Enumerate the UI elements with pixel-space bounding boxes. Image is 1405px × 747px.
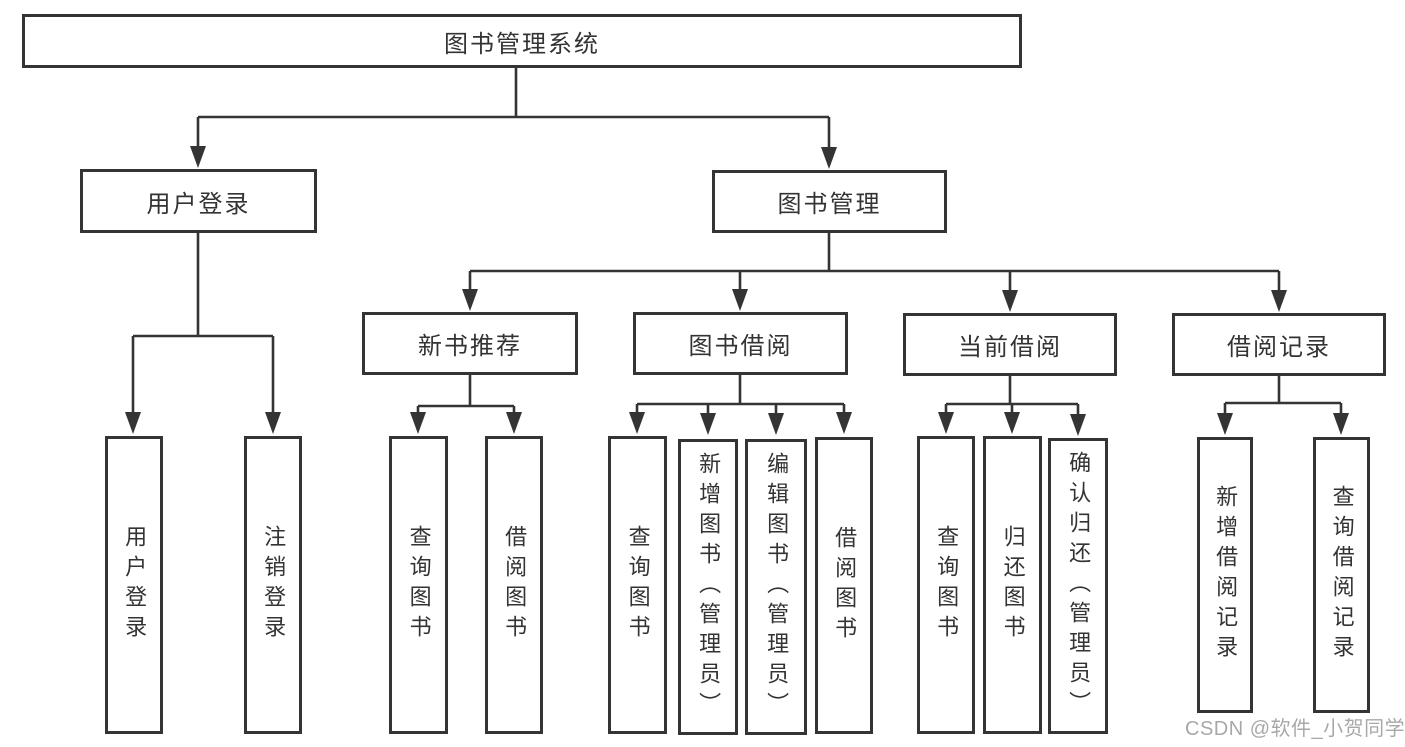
node-label: 图书管理系统 — [444, 30, 600, 58]
node-label: 查询图书 — [406, 525, 432, 645]
leaf-borrow-books: 借阅图书 — [815, 437, 873, 734]
node-label: 新增借阅记录 — [1213, 485, 1239, 665]
leaf-query-borrow-record: 查询借阅记录 — [1313, 437, 1370, 713]
node-borrow-records: 借阅记录 — [1172, 313, 1386, 376]
node-label: 图书管理 — [777, 191, 882, 218]
leaf-query-books-recommend: 查询图书 — [389, 436, 448, 734]
node-user-login: 用户登录 — [80, 169, 317, 233]
node-label: 用户登录 — [122, 525, 148, 645]
node-label: 编辑图书（管理员） — [764, 452, 790, 722]
arrowheads — [125, 146, 1349, 436]
node-label: 图书借阅 — [688, 333, 793, 360]
node-book-borrow: 图书借阅 — [633, 312, 848, 375]
node-current-borrow: 当前借阅 — [903, 313, 1117, 376]
leaf-edit-book-admin: 编辑图书（管理员） — [745, 439, 807, 735]
node-label: 归还图书 — [1000, 525, 1026, 645]
node-label: 借阅图书 — [502, 525, 528, 645]
node-label: 用户登录 — [146, 190, 251, 218]
leaf-borrow-books-recommend: 借阅图书 — [485, 436, 543, 734]
csdn-watermark: CSDN @软件_小贺同学 — [1185, 718, 1405, 740]
node-label: 新书推荐 — [418, 333, 522, 360]
node-label: 借阅记录 — [1227, 334, 1331, 361]
node-label: 新增图书（管理员） — [696, 452, 722, 722]
leaf-query-books-current: 查询图书 — [917, 436, 975, 734]
leaf-add-book-admin: 新增图书（管理员） — [678, 439, 738, 735]
leaf-user-login: 用户登录 — [105, 436, 163, 734]
node-label: 查询图书 — [625, 525, 651, 645]
leaf-add-borrow-record: 新增借阅记录 — [1197, 437, 1253, 713]
node-label: 确认归还（管理员） — [1066, 451, 1092, 721]
node-label: 查询图书 — [934, 525, 960, 645]
node-book-management: 图书管理 — [712, 170, 947, 233]
node-label: 借阅图书 — [832, 525, 858, 646]
node-label: 注销登录 — [261, 525, 287, 645]
node-new-book-recommend: 新书推荐 — [362, 312, 578, 375]
leaf-query-books-borrow: 查询图书 — [608, 436, 667, 734]
leaf-confirm-return-admin: 确认归还（管理员） — [1048, 438, 1108, 734]
node-label: 查询借阅记录 — [1329, 485, 1355, 665]
node-book-management-system: 图书管理系统 — [22, 14, 1022, 68]
leaf-logout: 注销登录 — [244, 436, 302, 734]
node-label: 当前借阅 — [958, 334, 1062, 361]
leaf-return-books: 归还图书 — [983, 436, 1042, 734]
